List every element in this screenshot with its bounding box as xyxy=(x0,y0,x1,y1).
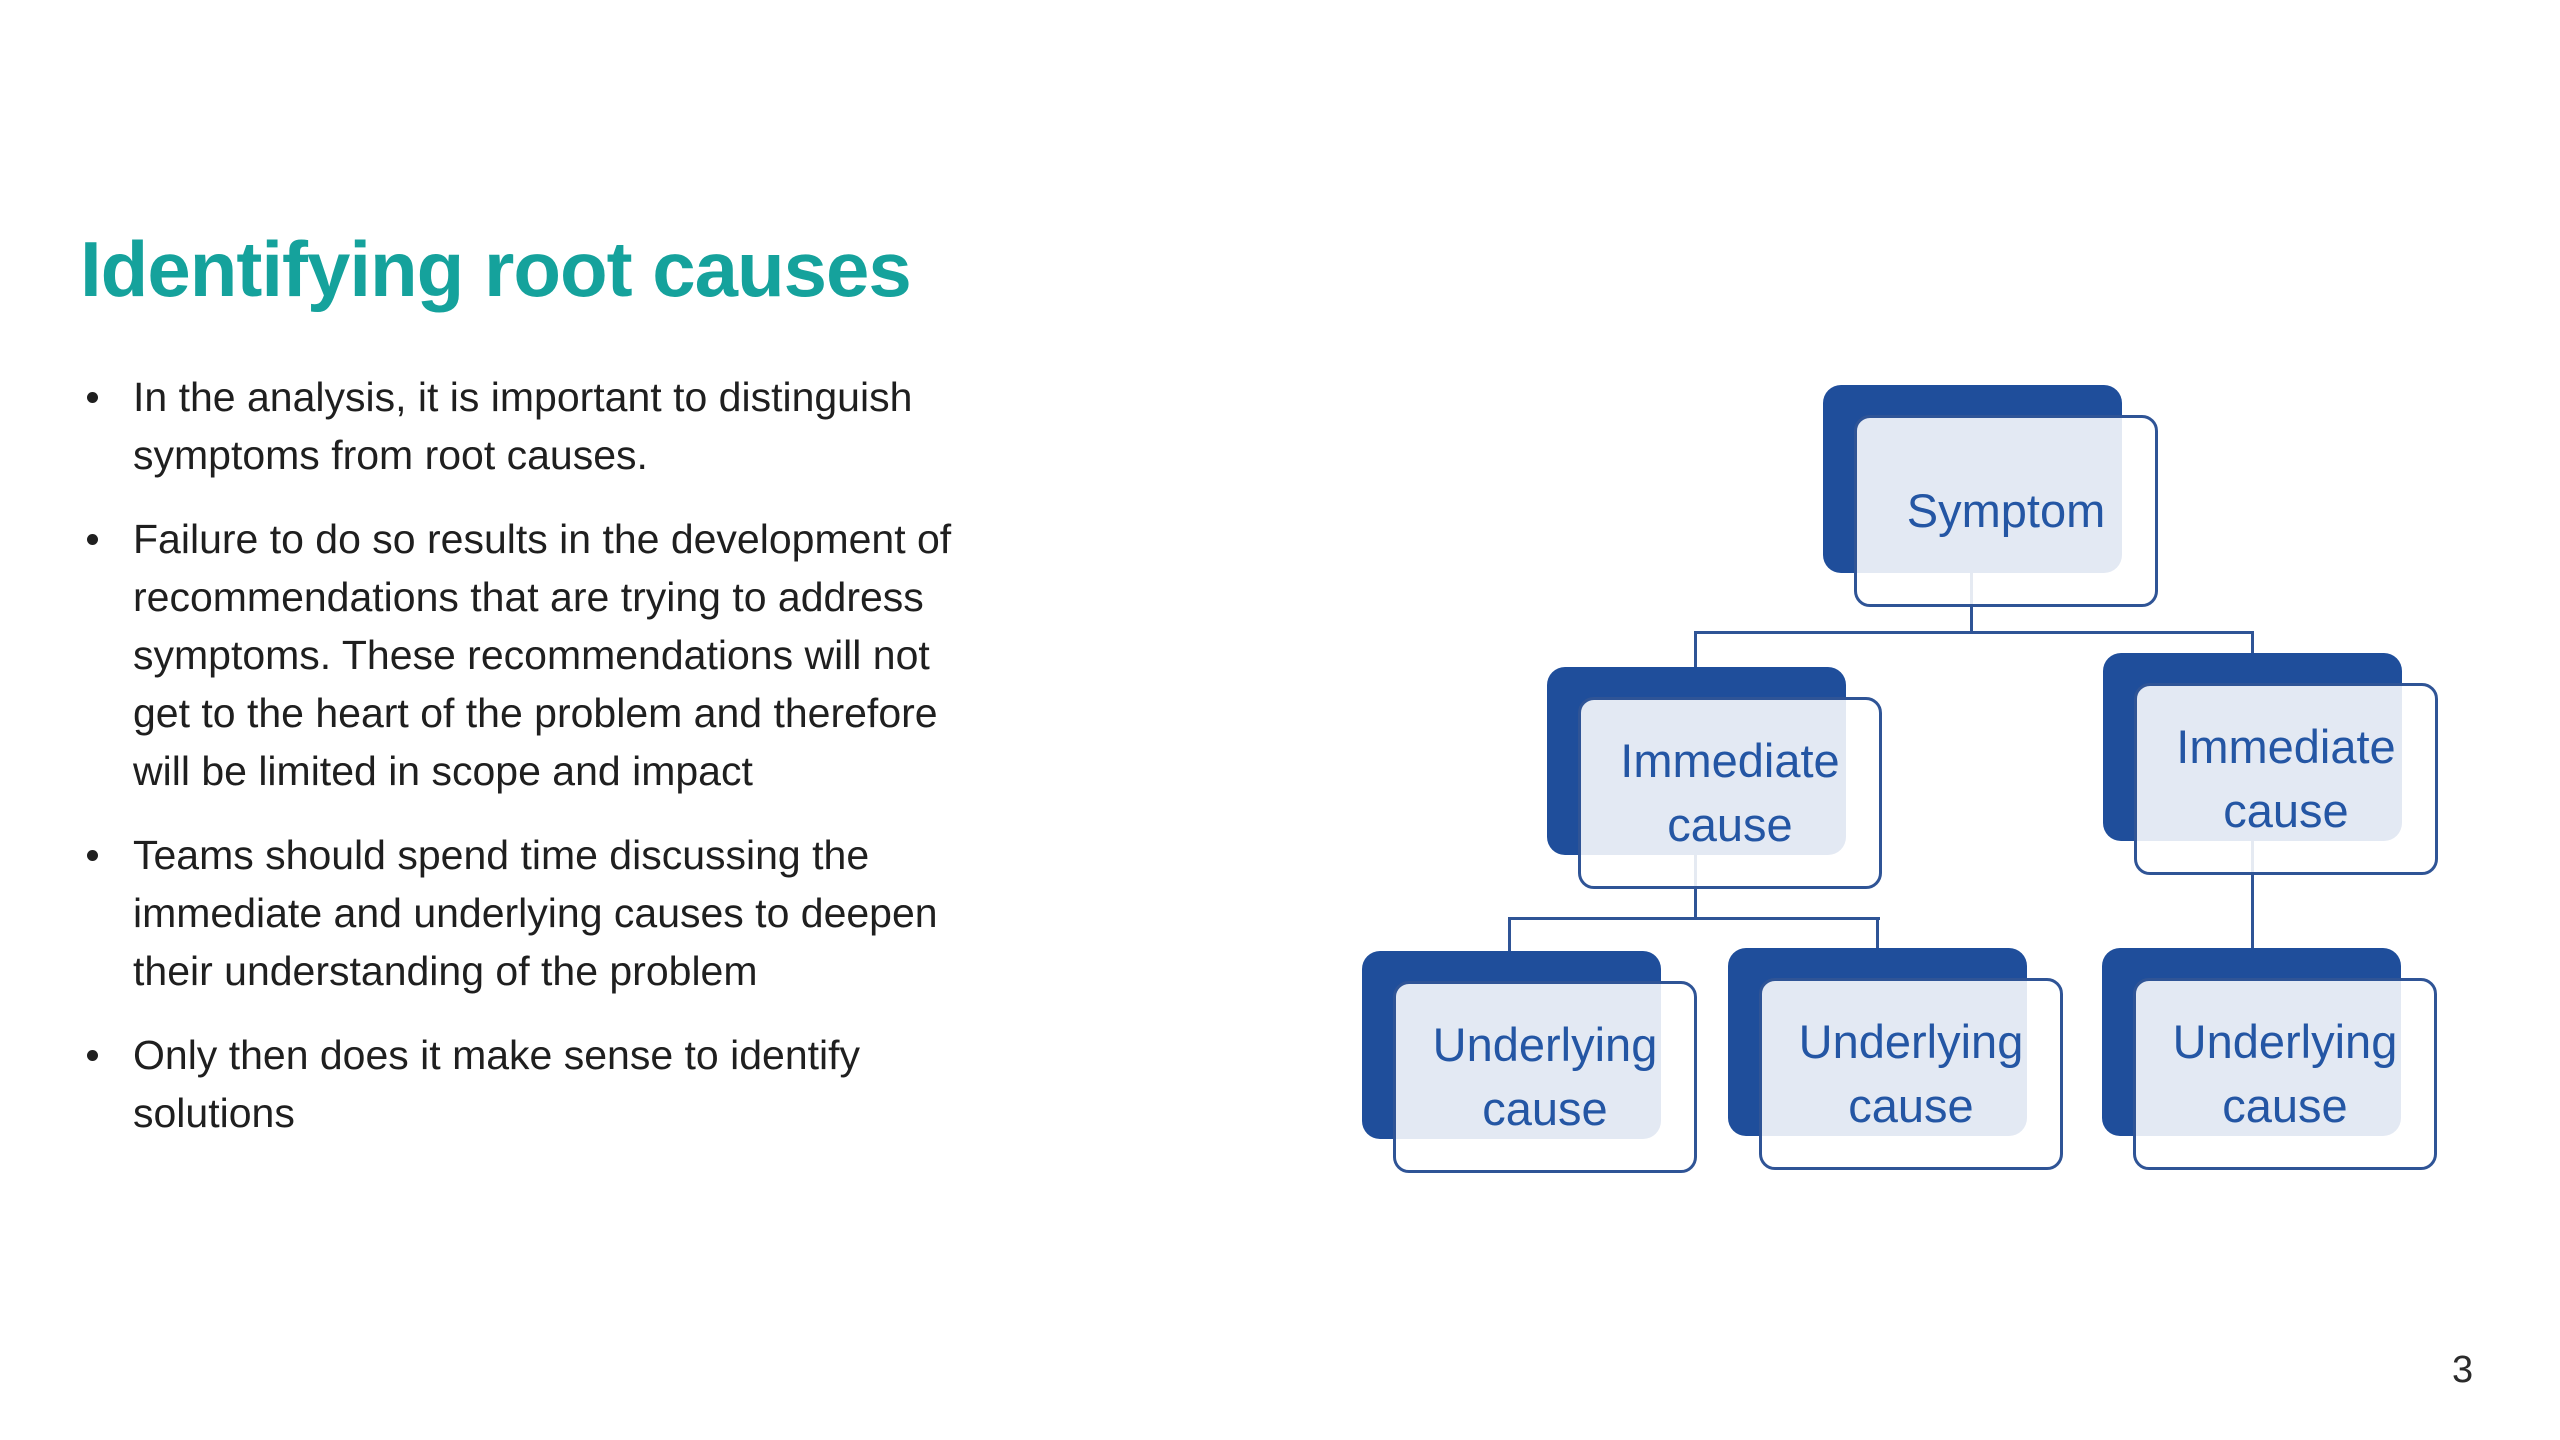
connector-line xyxy=(1508,917,1511,953)
node-front-shape: Underlying cause xyxy=(2133,978,2437,1170)
node-immediate-cause-right: Immediate cause xyxy=(2103,653,2438,875)
bullet-item: Teams should spend time discussing the i… xyxy=(82,826,1312,1000)
bullet-item: In the analysis, it is important to dist… xyxy=(82,368,1312,484)
node-label: Symptom xyxy=(1906,484,2106,537)
node-label: Underlying cause xyxy=(1798,1015,2024,1132)
connector-line xyxy=(1694,631,1697,669)
bullet-item: Only then does it make sense to identify… xyxy=(82,1026,1312,1142)
page-number: 3 xyxy=(2452,1349,2474,1391)
connector-line xyxy=(1694,631,2254,634)
node-front-shape: Underlying cause xyxy=(1759,978,2063,1170)
connector-line xyxy=(1508,917,1880,920)
node-front-shape: Immediate cause xyxy=(2134,683,2438,875)
node-front-shape: Underlying cause xyxy=(1393,981,1697,1173)
node-label: Underlying cause xyxy=(1432,1018,1658,1135)
bullet-list: In the analysis, it is important to dist… xyxy=(82,368,1312,1168)
connector-line xyxy=(1876,917,1879,950)
connector-line xyxy=(2251,841,2254,948)
node-label: Underlying cause xyxy=(2172,1015,2398,1132)
node-underlying-cause-1: Underlying cause xyxy=(1362,951,1697,1173)
node-immediate-cause-left: Immediate cause xyxy=(1547,667,1882,889)
node-front-shape: Symptom xyxy=(1854,415,2158,607)
bullet-item: Failure to do so results in the developm… xyxy=(82,510,1312,800)
node-underlying-cause-2: Underlying cause xyxy=(1728,948,2063,1170)
node-symptom: Symptom xyxy=(1823,385,2158,607)
node-front-shape: Immediate cause xyxy=(1578,697,1882,889)
node-underlying-cause-3: Underlying cause xyxy=(2102,948,2437,1170)
node-label: Immediate cause xyxy=(2176,720,2396,837)
page-title: Identifying root causes xyxy=(80,225,912,313)
node-label: Immediate cause xyxy=(1620,734,1840,851)
connector-line xyxy=(2251,631,2254,655)
